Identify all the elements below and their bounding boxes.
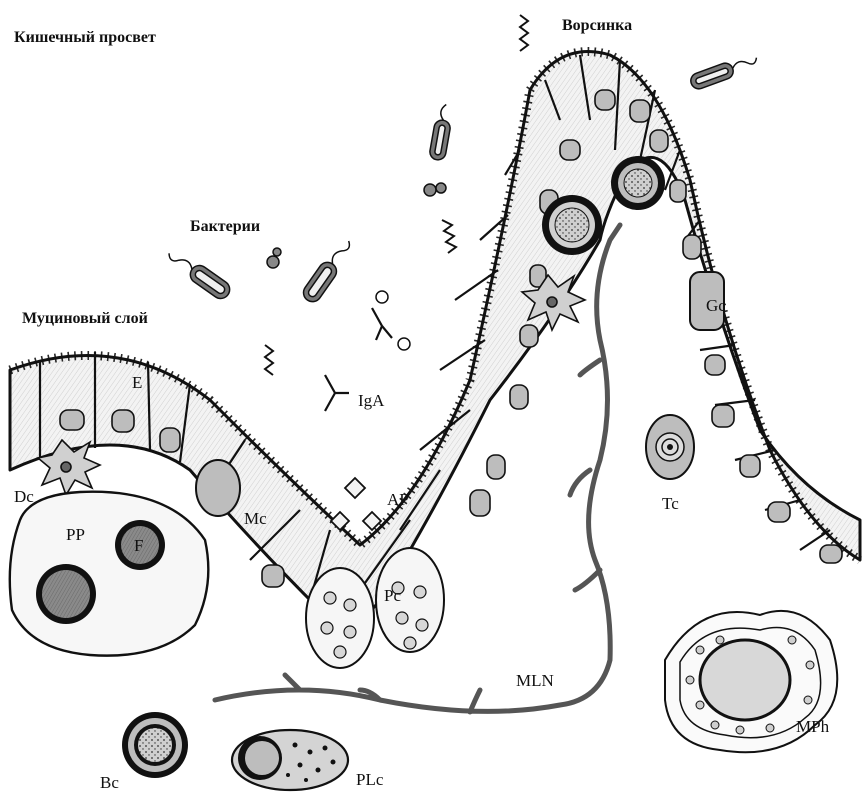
label-pc: Pc	[384, 586, 401, 605]
label-mln: MLN	[516, 671, 554, 690]
label-gc: Gc	[706, 296, 726, 315]
label-plc: PLc	[356, 770, 384, 789]
label-iga: IgA	[358, 391, 385, 410]
label-mc: Mc	[244, 509, 267, 528]
label-pp: PP	[66, 525, 85, 544]
label-tc: Tc	[662, 494, 679, 513]
antimicrobial-peptides	[331, 478, 381, 530]
title-bacteria: Бактерии	[190, 218, 260, 235]
label-ap: AP	[387, 490, 409, 509]
title-lumen: Кишечный просвет	[14, 29, 156, 46]
label-f: F	[134, 536, 143, 555]
label-dc: Dc	[14, 487, 34, 506]
t-cell	[646, 415, 694, 479]
label-mph: MPh	[796, 717, 830, 736]
label-e: E	[132, 373, 142, 392]
b-cell	[122, 712, 188, 778]
bacteria	[164, 52, 760, 305]
peyers-patch	[10, 492, 209, 656]
title-mucus-layer: Муциновый слой	[22, 310, 148, 327]
title-villus: Ворсинка	[562, 17, 632, 34]
m-cell-nucleus	[196, 460, 240, 516]
plasma-cell	[232, 730, 348, 790]
label-bc: Bc	[100, 773, 119, 792]
